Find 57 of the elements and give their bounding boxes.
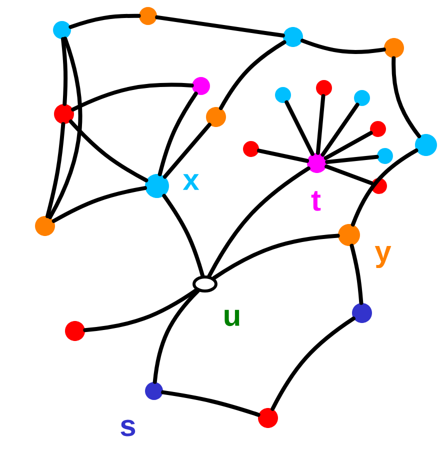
graph-vertex [35,216,55,236]
graph-vertex [258,408,278,428]
graph-vertex [139,7,157,25]
graph-vertex [192,77,210,95]
graph-edge [257,148,310,163]
graph-vertex [283,27,303,47]
graph-edge [325,154,379,164]
graph-vertex [377,148,393,164]
graph-edge [71,82,194,112]
graph-edge [152,289,200,384]
graph-edge [316,94,326,155]
graph-edge [155,15,285,38]
graph-vertex [316,80,332,96]
graph-edge [324,164,374,186]
vertex-label: u [224,310,240,326]
graph-vertex [145,174,169,198]
graph-vertex [354,90,370,106]
graph-edge [68,14,141,29]
graph-vertex [384,38,404,58]
graph-edge [158,92,198,176]
graph-vertex [65,321,85,341]
graph-vertex [352,303,372,323]
graph-vertex [371,178,387,194]
graph-vertex [338,224,360,246]
graph-edge [350,244,364,305]
vertex-label: y [374,246,392,268]
graph-edge [83,288,198,332]
graph-edge [161,390,260,417]
graph-vertex [145,382,163,400]
vertex-label: t [311,191,321,211]
graph-edge [162,194,205,278]
graph-edge [284,100,314,156]
graph-edge [207,166,310,278]
graph-vertex [54,104,74,124]
graph-vertex [370,121,386,137]
graph-edge [46,122,66,218]
graph-edge [300,38,386,54]
graph-edge [162,122,212,179]
graph-edge [392,56,422,138]
graph-edge [320,102,360,157]
graph-edge [48,36,82,220]
graph-vertex [275,87,291,103]
graph-vertex [243,141,259,157]
graph-edge [68,120,148,182]
graph-edge [270,316,356,411]
vertex-label: s [120,420,136,436]
graph-vertex [307,153,327,173]
vertex-label: x [182,174,200,190]
graph-vertex [415,134,437,156]
graph-vertex [53,21,71,39]
graph-edge [324,131,373,160]
graph-edge [350,148,418,227]
graph-edge [218,40,286,110]
graph-edge [52,186,147,223]
graph-edge [61,37,68,106]
graph-vertex [206,107,226,127]
graph-edge [212,234,340,280]
